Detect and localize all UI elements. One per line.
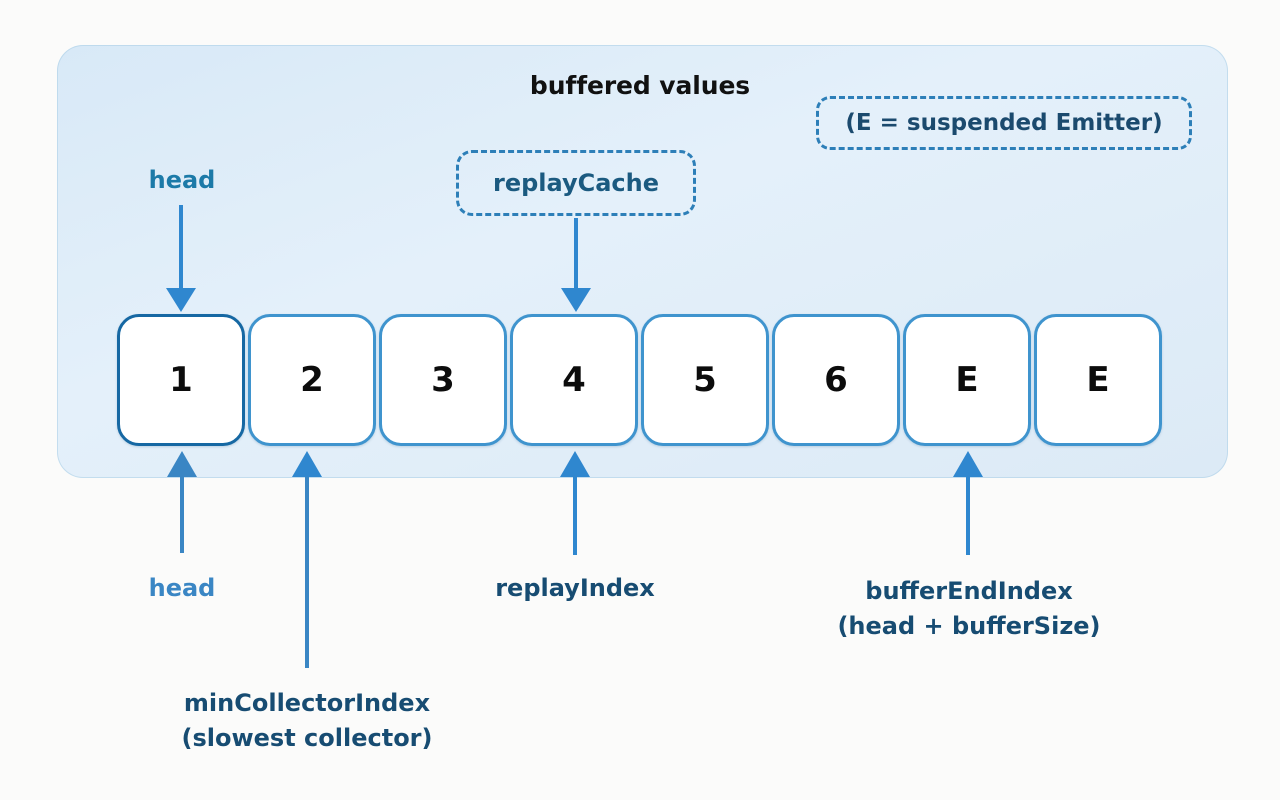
min-collector-index-title: minCollectorIndex xyxy=(183,689,431,717)
replay-cache-badge: replayCache xyxy=(456,150,696,216)
buffer-cell-1[interactable]: 2 xyxy=(248,314,376,446)
min-collector-index-subtitle: (slowest collector) xyxy=(181,723,433,752)
buffer-cell-3[interactable]: 4 xyxy=(510,314,638,446)
buffer-cell-2[interactable]: 3 xyxy=(379,314,507,446)
replay-cache-label: replayCache xyxy=(492,169,660,197)
legend-suspended-emitter: (E = suspended Emitter) xyxy=(816,96,1192,150)
buffer-cell-5[interactable]: 6 xyxy=(772,314,900,446)
buffer-end-index-title: bufferEndIndex xyxy=(865,577,1073,605)
buffer-cell-6[interactable]: E xyxy=(903,314,1031,446)
page-title: buffered values xyxy=(529,71,751,100)
buffer-cell-7[interactable]: E xyxy=(1034,314,1162,446)
buffer-cell-4[interactable]: 5 xyxy=(641,314,769,446)
head-top-label: head xyxy=(148,166,216,194)
min-collector-index-label: minCollectorIndex (slowest collector) xyxy=(120,686,494,756)
buffer-end-index-subtitle: (head + bufferSize) xyxy=(837,611,1101,640)
buffer-cell-row: 1 2 3 4 5 6 E E xyxy=(117,314,1164,446)
replay-index-label: replayIndex xyxy=(495,574,655,602)
legend-label: (E = suspended Emitter) xyxy=(845,110,1163,136)
buffer-cell-0[interactable]: 1 xyxy=(117,314,245,446)
pointer-arrow-min-collector-index xyxy=(292,451,322,668)
head-bottom-label: head xyxy=(148,574,216,602)
buffer-end-index-label: bufferEndIndex (head + bufferSize) xyxy=(790,574,1148,644)
